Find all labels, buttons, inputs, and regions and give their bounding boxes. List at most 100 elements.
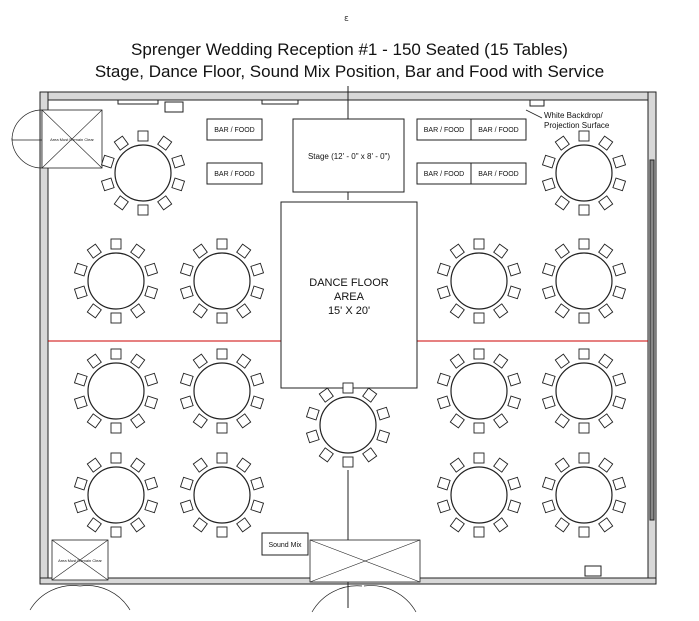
round-table <box>100 130 186 216</box>
chair <box>578 422 590 434</box>
door-clear-area-nw: Area Must Remain Clear <box>11 109 103 169</box>
chair <box>578 312 590 324</box>
chair <box>473 312 485 324</box>
chair <box>598 195 614 211</box>
chair <box>554 243 570 259</box>
table-top <box>319 396 377 454</box>
chair <box>493 517 509 533</box>
chair <box>236 517 252 533</box>
chair <box>436 285 451 300</box>
chair <box>157 195 173 211</box>
page-mark: ε <box>344 14 349 24</box>
round-table <box>179 452 265 538</box>
chair <box>473 526 485 538</box>
chair <box>192 517 208 533</box>
chair <box>236 413 252 429</box>
chair <box>100 177 115 192</box>
chair <box>305 429 320 444</box>
round-table <box>436 452 522 538</box>
chair <box>192 303 208 319</box>
dance-floor-label-3: 15' X 20' <box>328 305 370 317</box>
chair <box>130 517 146 533</box>
wall-box <box>584 565 602 577</box>
chair <box>578 130 590 142</box>
bar-food-label: BAR / FOOD <box>214 127 254 134</box>
wall-notch <box>529 99 545 107</box>
chair <box>100 154 115 169</box>
chair <box>216 526 228 538</box>
chair <box>473 452 485 464</box>
chair <box>449 303 465 319</box>
table-top <box>555 144 613 202</box>
chair <box>86 457 102 473</box>
round-table <box>541 238 627 324</box>
chair <box>171 177 186 192</box>
chair <box>541 285 556 300</box>
chair <box>449 517 465 533</box>
chair <box>473 348 485 360</box>
chair <box>216 238 228 250</box>
bar-food-label: BAR / FOOD <box>478 127 518 134</box>
bar-food-station: BAR / FOOD <box>470 118 527 141</box>
chair <box>578 526 590 538</box>
table-top <box>450 362 508 420</box>
chair <box>130 457 146 473</box>
chair <box>554 353 570 369</box>
chair <box>598 135 614 151</box>
bar-food-stations: BAR / FOOD BAR / FOOD BAR / FOOD BAR / F… <box>206 118 527 185</box>
chair <box>612 262 627 277</box>
chair <box>578 452 590 464</box>
chair <box>86 353 102 369</box>
chair <box>236 303 252 319</box>
chair <box>436 372 451 387</box>
chair <box>493 353 509 369</box>
chair <box>507 262 522 277</box>
table-top <box>193 466 251 524</box>
chair <box>236 457 252 473</box>
chair <box>612 372 627 387</box>
chair <box>507 372 522 387</box>
east-wall-panel <box>649 159 655 521</box>
chair <box>137 130 149 142</box>
table-top <box>450 466 508 524</box>
chair <box>130 353 146 369</box>
round-table <box>436 348 522 434</box>
chair <box>578 348 590 360</box>
table-top <box>193 252 251 310</box>
chair <box>113 195 129 211</box>
chair <box>541 476 556 491</box>
backdrop-label-1: White Backdrop/ <box>544 111 603 120</box>
round-table <box>179 348 265 434</box>
chair <box>449 353 465 369</box>
chair <box>73 262 88 277</box>
dance-floor-label-2: AREA <box>334 291 365 303</box>
bar-food-label: BAR / FOOD <box>424 171 464 178</box>
chair <box>554 457 570 473</box>
bar-food-label: BAR / FOOD <box>424 127 464 134</box>
table-top <box>87 362 145 420</box>
chair <box>449 243 465 259</box>
chair <box>436 395 451 410</box>
chair <box>507 499 522 514</box>
chair <box>493 243 509 259</box>
chair <box>144 372 159 387</box>
chair <box>179 262 194 277</box>
chair <box>73 395 88 410</box>
chair <box>179 285 194 300</box>
chair <box>376 406 391 421</box>
bar-food-station: BAR / FOOD <box>206 162 263 185</box>
chair <box>179 499 194 514</box>
chair <box>144 395 159 410</box>
chair <box>541 177 556 192</box>
chair <box>110 422 122 434</box>
chair <box>612 285 627 300</box>
chair <box>541 372 556 387</box>
round-table <box>541 130 627 216</box>
wall-box <box>164 101 184 113</box>
chair <box>449 413 465 429</box>
chair <box>612 177 627 192</box>
bar-food-station: BAR / FOOD <box>416 118 472 141</box>
table-top <box>193 362 251 420</box>
chair <box>130 303 146 319</box>
table-top <box>87 252 145 310</box>
